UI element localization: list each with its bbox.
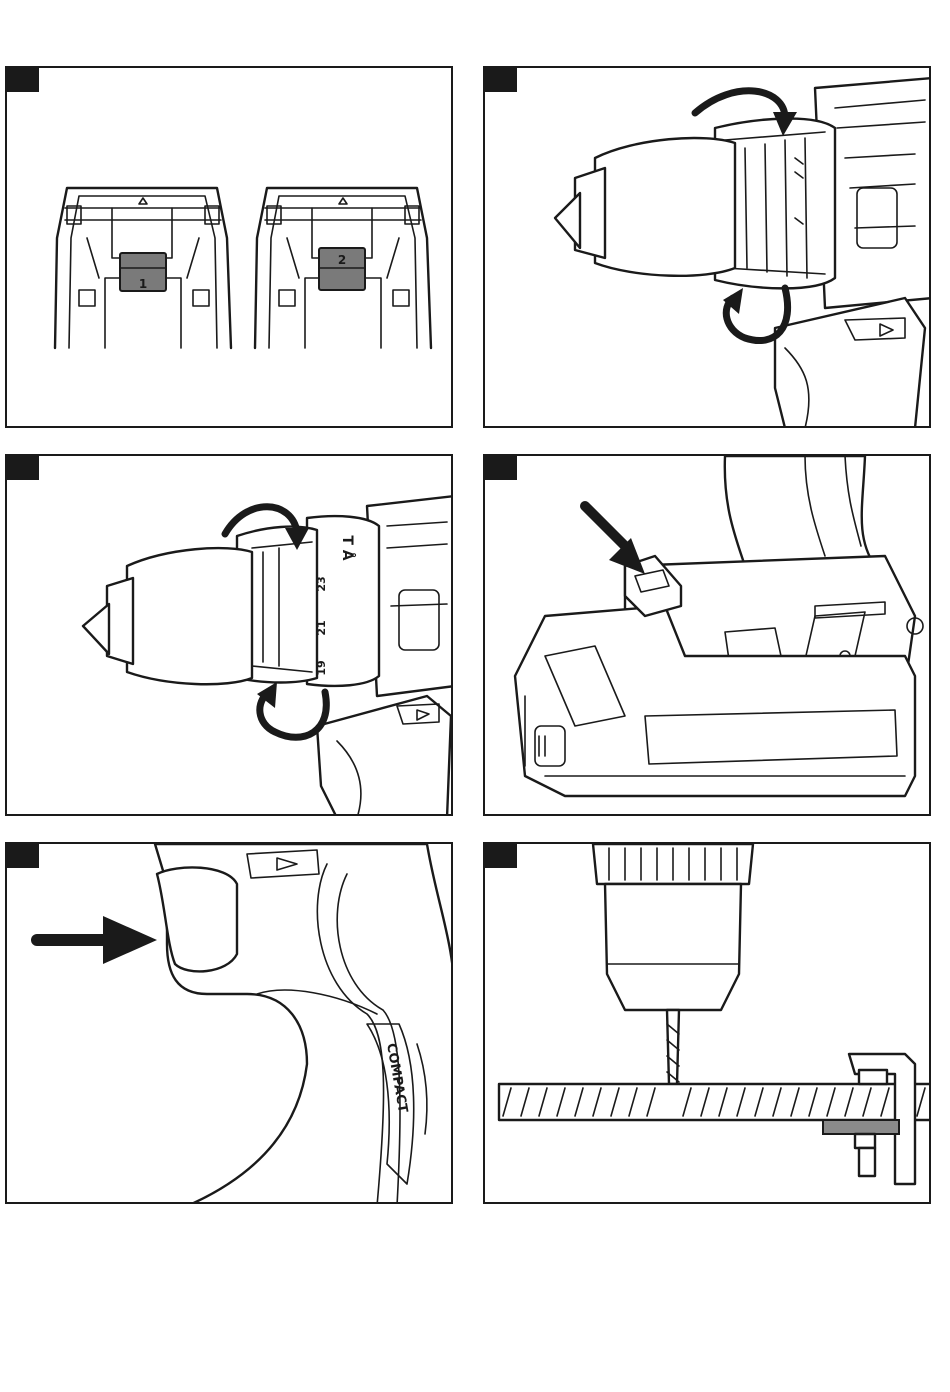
mode-selector-illustration: T Å 23 21 19 <box>7 456 453 816</box>
collar-number-23: 23 <box>315 576 328 591</box>
panel-torque-adjust <box>483 66 931 428</box>
drilling-illustration <box>485 844 931 1204</box>
panel-mode-selector: T Å 23 21 19 <box>5 454 453 816</box>
collar-number-21: 21 <box>315 620 328 635</box>
trigger-illustration: COMPACT <box>7 844 453 1204</box>
drill-top-view-speed-2: 2 <box>255 188 431 348</box>
panel-battery-release <box>483 454 931 816</box>
collar-number-19: 19 <box>315 660 328 675</box>
speed-label-2: 2 <box>338 253 346 267</box>
speed-label-1: 1 <box>139 277 147 291</box>
panel-speed-selector: 1 2 <box>5 66 453 428</box>
mode-symbols: T Å <box>339 535 356 560</box>
panel-trigger-switch: COMPACT <box>5 842 453 1204</box>
panel-drilling <box>483 842 931 1204</box>
drill-top-view-speed-1: 1 <box>55 188 231 348</box>
speed-selector-illustration: 1 2 <box>7 68 453 428</box>
torque-collar-illustration <box>485 68 931 428</box>
battery-release-illustration <box>485 456 931 816</box>
